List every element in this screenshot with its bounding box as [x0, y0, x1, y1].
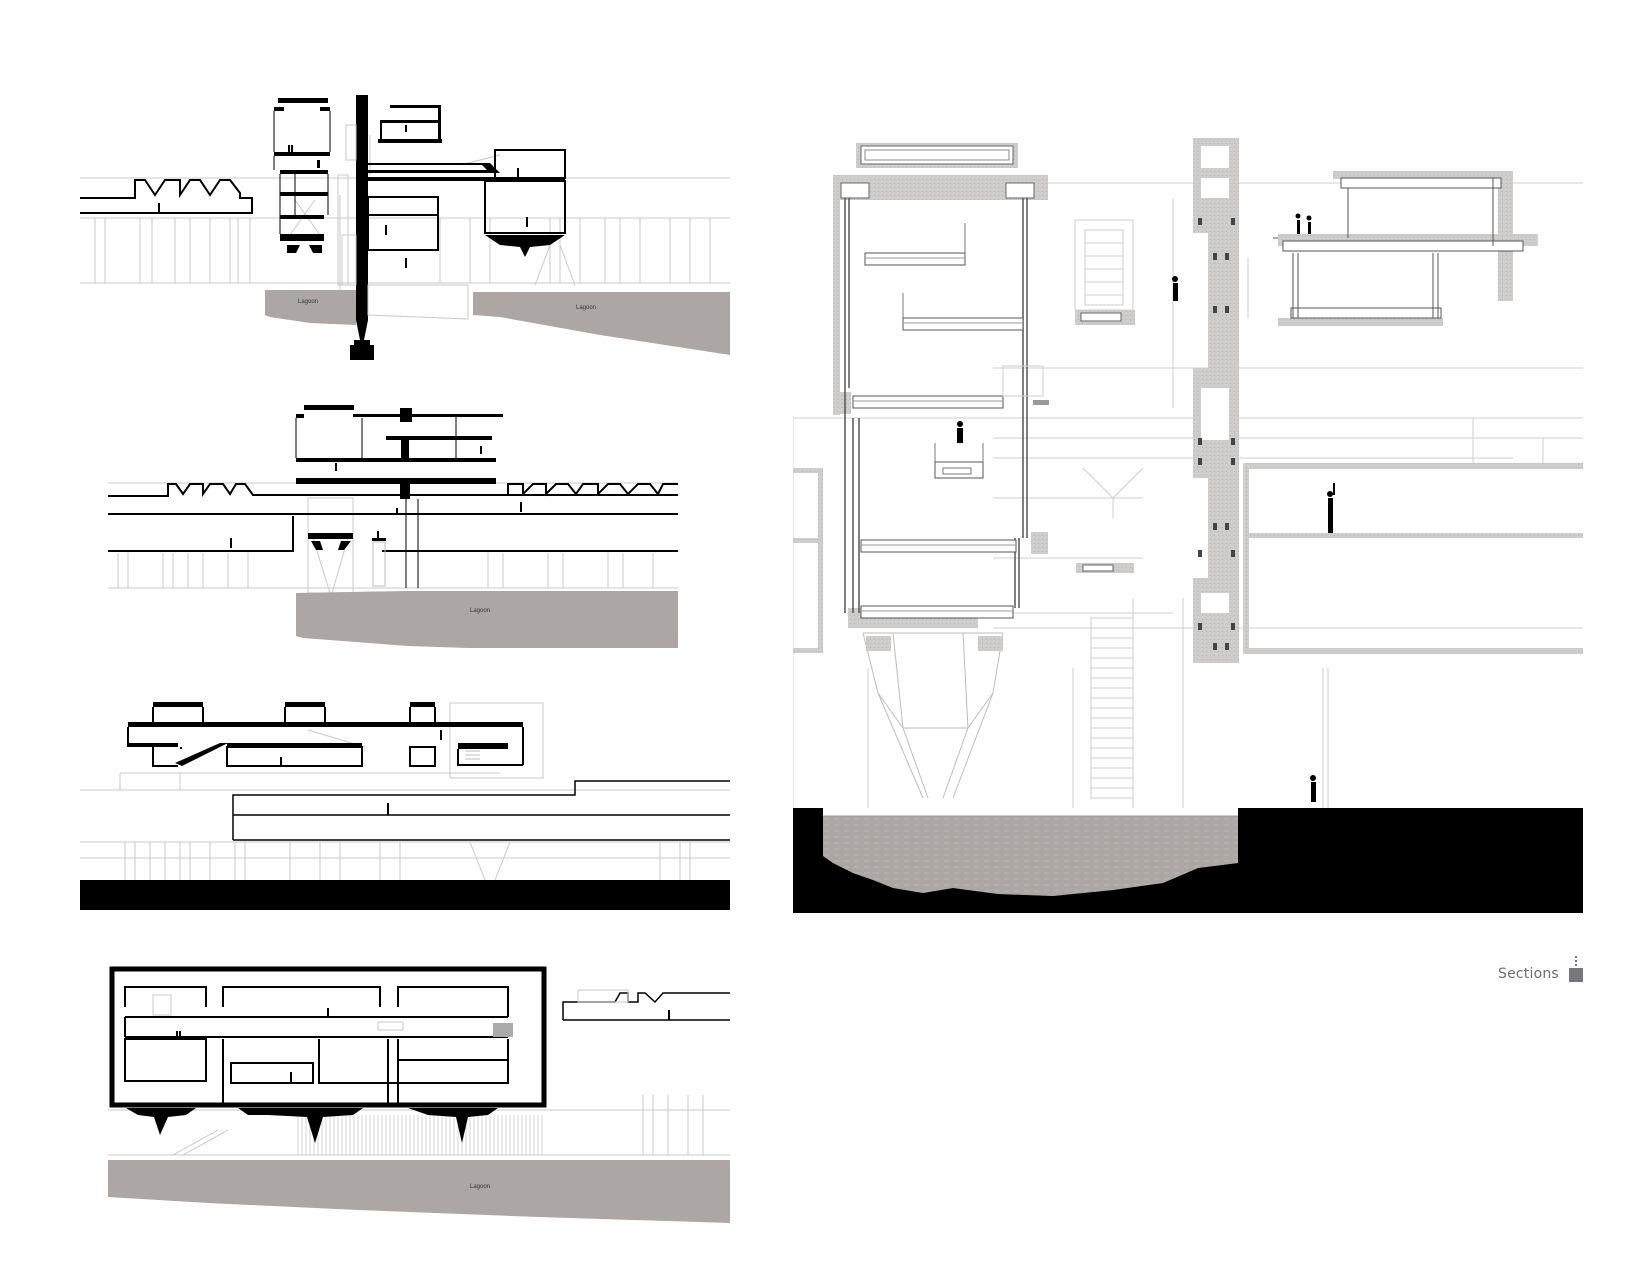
- sections-title: Sections: [1498, 966, 1559, 982]
- section-1-drawing: Lagoon Lagoon: [80, 95, 730, 360]
- sheet-legend: Sections: [1498, 956, 1583, 982]
- section-4-drawing: Lagoon: [108, 965, 730, 1225]
- section-2-drawing: Lagoon: [108, 398, 678, 648]
- human-figures: [158, 125, 528, 268]
- lagoon-label: Lagoon: [298, 299, 318, 305]
- lagoon-label: Lagoon: [576, 305, 596, 311]
- human-figures: [280, 730, 442, 815]
- human-figures: [230, 446, 522, 548]
- human-figures: [957, 213, 1335, 802]
- detail-section-drawing: [793, 138, 1583, 913]
- lagoon-label: Lagoon: [470, 1184, 490, 1190]
- section-3-drawing: [80, 695, 730, 910]
- human-figures: [176, 1008, 670, 1082]
- lagoon-label: Lagoon: [470, 608, 490, 614]
- section-marker-icon: [1568, 956, 1583, 982]
